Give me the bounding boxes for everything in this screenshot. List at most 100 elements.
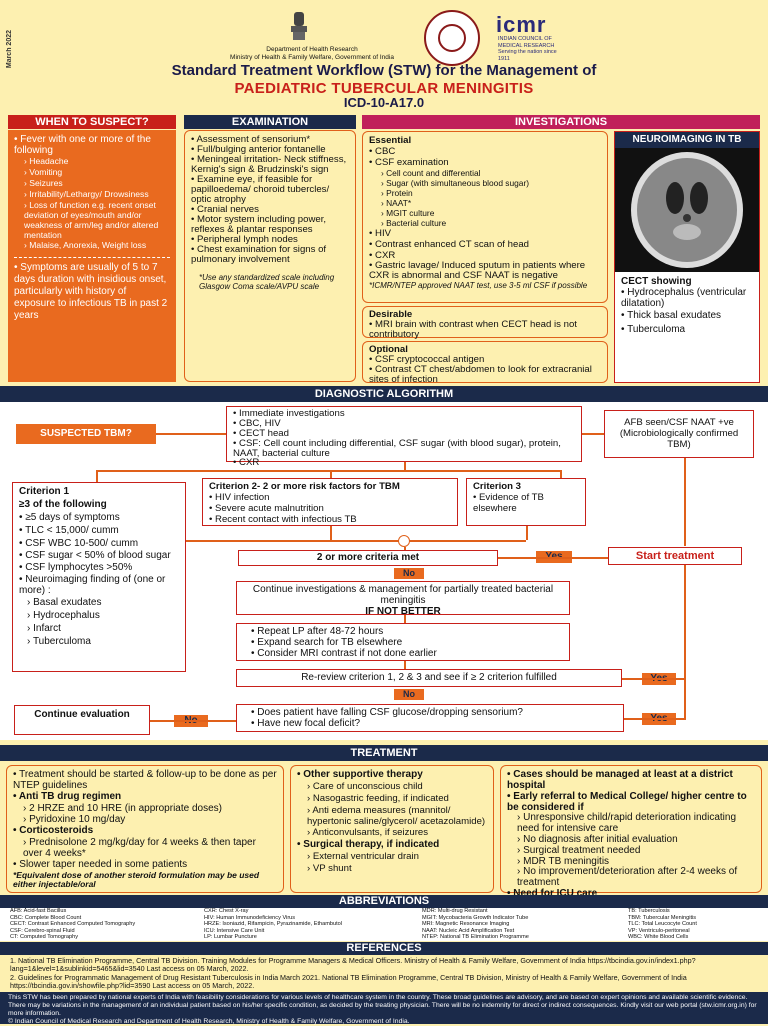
neuro-showing: CECT showing (621, 276, 692, 287)
disclaimer: This STW has been prepared by national e… (8, 994, 757, 1017)
surgical-title: Surgical therapy, if indicated (297, 839, 487, 851)
no-label: No (394, 568, 424, 579)
list-item: Seizures (24, 178, 170, 189)
list-item: No improvement/deterioration after 2-4 w… (517, 866, 755, 888)
list-item: CXR (369, 250, 601, 261)
refs-list: 1. National TB Elimination Programme, Ce… (10, 956, 760, 991)
list-item: Irritability/Lethargy/ Drowsiness (24, 189, 170, 200)
cortico-title: Corticosteroids (13, 825, 277, 837)
essential-box: Essential CBC CSF examination Cell count… (362, 131, 608, 303)
national-emblem-icon (291, 12, 307, 40)
criterion-1-box: Criterion 1 ≥3 of the following ≥5 days … (12, 482, 186, 672)
refs-heading: REFERENCES (0, 942, 768, 955)
list-item: Pyridoxine 10 mg/day (23, 814, 277, 825)
icd-code: ICD-10-A17.0 (343, 95, 425, 110)
list-item: Malaise, Anorexia, Weight loss (24, 240, 170, 251)
list-item: MDR TB meningitis (517, 856, 755, 867)
when-lead: Fever with one or more of the following (14, 134, 170, 156)
list-item: Tuberculoma (27, 635, 179, 648)
list-item: Prednisolone 2 mg/kg/day for 4 weeks & t… (23, 837, 277, 859)
other-therapy-title: Other supportive therapy (297, 769, 487, 781)
list-item: CSF cryptococcal antigen (369, 355, 601, 365)
list-item: Tuberculoma (621, 323, 753, 337)
continue-evaluation: Continue evaluation (14, 705, 150, 735)
list-item: Does patient have falling CSF glucose/dr… (251, 707, 609, 718)
criterion-1-title: Criterion 1 (19, 486, 70, 497)
desirable-label: Desirable (369, 309, 413, 320)
list-item: Anti edema measures (mannitol/ hypertoni… (307, 805, 487, 827)
list-item: VP shunt (307, 863, 487, 875)
list-item: Motor system including power, reflexes &… (191, 215, 349, 235)
list-item: External ventricular drain (307, 851, 487, 863)
list-item: No diagnosis after initial evaluation (517, 834, 755, 845)
icmr-logo: icmr (496, 12, 547, 37)
list-item: CSF: Cell count including differential, … (233, 439, 575, 458)
immediate-box: Immediate investigations CBC, HIV CECT h… (226, 406, 582, 468)
list-item: Contrast enhanced CT scan of head (369, 239, 601, 250)
list-item: CSF examination (369, 157, 601, 168)
list-item: Hydrocephalus (27, 609, 179, 622)
list-item: Headache (24, 156, 170, 167)
list-item: CBC (369, 146, 601, 157)
list-item: CECT head (233, 429, 575, 439)
reference-item: 1. National TB Elimination Programme, Ce… (10, 956, 696, 974)
continue-investigations-box: Continue investigations & management for… (236, 581, 570, 617)
no-label: No (394, 689, 424, 700)
afb-box: AFB seen/CSF NAAT +ve (Microbiologically… (604, 410, 754, 458)
exam-list: Assessment of sensorium* Full/bulging an… (191, 135, 349, 265)
criterion-3-title: Criterion 3 (473, 481, 521, 492)
list-item: Cell count and differential (381, 168, 601, 178)
icu-care: Need for ICU care (507, 888, 755, 900)
list-item: HIV infection (209, 492, 451, 503)
exam-panel: Assessment of sensorium* Full/bulging an… (184, 130, 356, 382)
list-item: Basal exudates (27, 596, 179, 609)
list-item: Have new focal deficit? (251, 718, 609, 729)
list-item: Chest examination for signs of pulmonary… (191, 245, 349, 265)
list-item: Meningeal irritation- Neck stiffness, Ke… (191, 155, 349, 175)
list-item: Recent contact with infectious TB (209, 514, 451, 525)
criterion-1-sub: ≥3 of the following (19, 499, 107, 510)
treatment-col-2: Other supportive therapy Care of unconsc… (290, 765, 494, 893)
optional-label: Optional (369, 344, 408, 355)
list-item: CSF sugar < 50% of blood sugar (19, 550, 179, 561)
icmr-seal-icon (424, 10, 480, 66)
exam-heading: EXAMINATION (184, 115, 356, 129)
list-item: Immediate investigations (233, 409, 575, 419)
list-item: Expand search for TB elsewhere (251, 637, 555, 648)
list-item: Contrast CT chest/abdomen to look for ex… (369, 365, 601, 385)
list-item: Thick basal exudates (621, 309, 753, 323)
criteria-met-box: 2 or more criteria met (238, 550, 498, 566)
when-heading: WHEN TO SUSPECT? (8, 115, 176, 129)
list-item: CSF WBC 10-500/ cumm (19, 537, 179, 550)
list-item: NAAT* (381, 198, 601, 208)
copyright: © Indian Council of Medical Research and… (8, 1018, 410, 1025)
list-item: Full/bulging anterior fontanelle (191, 145, 349, 155)
early-referral: Early referral to Medical College/ highe… (507, 791, 755, 813)
list-item: CXR (233, 458, 575, 468)
list-item: Severe acute malnutrition (209, 503, 451, 514)
list-item: Cranial nerves (191, 205, 349, 215)
list-item: HIV (369, 228, 601, 239)
repeat-box: Repeat LP after 48-72 hours Expand searc… (236, 623, 570, 661)
essential-label: Essential (369, 135, 412, 146)
rereview-box: Re-review criterion 1, 2 & 3 and see if … (236, 669, 622, 687)
algo-heading: DIAGNOSTIC ALGORITHM (0, 386, 768, 402)
when-panel: Fever with one or more of the following … (8, 130, 176, 382)
district-hospital: Cases should be managed at least at a di… (507, 769, 755, 791)
abbr-heading: ABBREVIATIONS (0, 895, 768, 908)
treatment-col-3: Cases should be managed at least at a di… (500, 765, 762, 899)
list-item: Care of unconscious child (307, 781, 487, 793)
list-item: Hydrocephalus (ventricular dilatation) (621, 287, 753, 309)
list-item: Unresponsive child/rapid deterioration i… (517, 812, 755, 834)
list-item: CSF lymphocytes >50% (19, 561, 179, 574)
list-item: ≥5 days of symptoms (19, 511, 179, 524)
list-item: Repeat LP after 48-72 hours (251, 626, 555, 637)
page-title: Standard Treatment Workflow (STW) for th… (171, 62, 597, 79)
footer: This STW has been prepared by national e… (0, 992, 768, 1025)
inv-heading: INVESTIGATIONS (362, 115, 760, 129)
falling-box: Does patient have falling CSF glucose/dr… (236, 704, 624, 732)
